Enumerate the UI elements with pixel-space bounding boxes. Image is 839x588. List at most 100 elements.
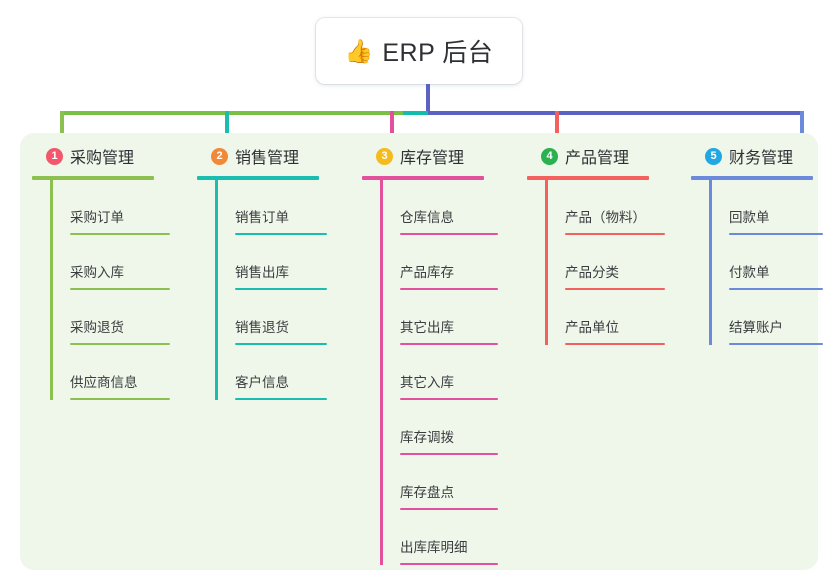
branch-item-label: 付款单 xyxy=(729,265,770,280)
branch-item-rule xyxy=(565,343,665,345)
branch-item-label: 采购退货 xyxy=(70,320,124,335)
branch-item[interactable]: 回款单 xyxy=(691,180,823,235)
branch-column-4: 4 产品管理产品（物料） 产品分类产品单位 xyxy=(527,143,665,345)
branch-title: 采购管理 xyxy=(70,150,135,167)
branch-item-label: 产品分类 xyxy=(565,265,619,280)
branch-item-label: 仓库信息 xyxy=(400,210,454,225)
branch-item[interactable]: 采购订单 xyxy=(32,180,170,235)
branch-spine xyxy=(50,180,53,400)
branch-item-rule xyxy=(729,288,823,290)
branch-items: 仓库信息产品库存其它出库其它入库库存调拨库存盘点出库库明细 xyxy=(362,180,498,565)
branch-item-rule xyxy=(400,288,498,290)
branch-item-label: 销售订单 xyxy=(235,210,289,225)
bus-segment-green xyxy=(60,111,405,115)
branch-item[interactable]: 仓库信息 xyxy=(362,180,498,235)
branch-item-label: 客户信息 xyxy=(235,375,289,390)
branch-header-rule xyxy=(691,176,813,180)
branch-item-rule xyxy=(400,343,498,345)
branch-item-rule xyxy=(70,398,170,400)
branch-item[interactable]: 采购退货 xyxy=(32,290,170,345)
branch-item-rule xyxy=(400,398,498,400)
branch-item-rule xyxy=(400,563,498,565)
branch-badge-4: 4 xyxy=(541,147,558,165)
branch-item-rule xyxy=(729,343,823,345)
bus-segment-purple-right xyxy=(428,111,802,115)
drop-connector-4 xyxy=(555,111,559,143)
branch-header-3[interactable]: 3 库存管理 xyxy=(362,143,498,169)
thumbs-up-icon: 👍 xyxy=(344,37,374,64)
branch-item[interactable]: 采购入库 xyxy=(32,235,170,290)
drop-connector-2 xyxy=(225,111,229,143)
branch-item[interactable]: 产品单位 xyxy=(527,290,665,345)
branch-item-label: 结算账户 xyxy=(729,320,783,335)
branch-item-label: 采购入库 xyxy=(70,265,124,280)
branch-badge-2: 2 xyxy=(211,147,228,165)
branch-column-3: 3 库存管理仓库信息产品库存其它出库其它入库库存调拨库存盘点出库库明细 xyxy=(362,143,498,565)
branch-item-rule xyxy=(70,343,170,345)
branch-item-label: 库存盘点 xyxy=(400,485,454,500)
branch-item-rule xyxy=(565,233,665,235)
branches-panel xyxy=(20,133,818,570)
branch-item[interactable]: 付款单 xyxy=(691,235,823,290)
branch-title: 库存管理 xyxy=(400,150,465,167)
branch-item-label: 产品库存 xyxy=(400,265,454,280)
branch-header-rule xyxy=(527,176,649,180)
branch-item-rule xyxy=(70,288,170,290)
branch-item-label: 回款单 xyxy=(729,210,770,225)
branch-item[interactable]: 结算账户 xyxy=(691,290,823,345)
branch-item-rule xyxy=(235,398,327,400)
branch-spine xyxy=(215,180,218,400)
drop-connector-1 xyxy=(60,111,64,143)
branch-item[interactable]: 产品库存 xyxy=(362,235,498,290)
branch-item-label: 销售出库 xyxy=(235,265,289,280)
branch-item-rule xyxy=(235,233,327,235)
branch-item-rule xyxy=(400,233,498,235)
branch-column-5: 5 财务管理回款单付款单结算账户 xyxy=(691,143,823,345)
branch-item-label: 库存调拨 xyxy=(400,430,454,445)
branch-header-rule xyxy=(362,176,484,180)
branch-title: 财务管理 xyxy=(729,150,794,167)
branch-item[interactable]: 库存调拨 xyxy=(362,400,498,455)
branch-header-rule xyxy=(197,176,319,180)
branch-item-label: 其它入库 xyxy=(400,375,454,390)
branch-item[interactable]: 出库库明细 xyxy=(362,510,498,565)
branch-item[interactable]: 库存盘点 xyxy=(362,455,498,510)
branch-title: 产品管理 xyxy=(565,150,630,167)
branch-badge-1: 1 xyxy=(46,147,63,165)
branch-item[interactable]: 其它出库 xyxy=(362,290,498,345)
root-node[interactable]: 👍 ERP 后台 xyxy=(316,18,522,84)
branch-spine xyxy=(709,180,712,345)
branch-item-label: 其它出库 xyxy=(400,320,454,335)
branch-item-rule xyxy=(70,233,170,235)
branch-item[interactable]: 销售出库 xyxy=(197,235,327,290)
branch-item[interactable]: 产品分类 xyxy=(527,235,665,290)
branch-items: 销售订单销售出库销售退货客户信息 xyxy=(197,180,327,400)
branch-header-rule xyxy=(32,176,154,180)
branch-item-rule xyxy=(565,288,665,290)
branch-item[interactable]: 销售订单 xyxy=(197,180,327,235)
branch-item-label: 供应商信息 xyxy=(70,375,138,390)
branch-item[interactable]: 销售退货 xyxy=(197,290,327,345)
branch-item[interactable]: 客户信息 xyxy=(197,345,327,400)
branch-items: 采购订单采购入库采购退货供应商信息 xyxy=(32,180,170,400)
branch-badge-3: 3 xyxy=(376,147,393,165)
branch-items: 回款单付款单结算账户 xyxy=(691,180,823,345)
branch-item-rule xyxy=(235,343,327,345)
branch-item-label: 产品（物料） xyxy=(565,210,646,225)
branch-item-rule xyxy=(400,453,498,455)
branch-item-label: 产品单位 xyxy=(565,320,619,335)
branch-header-1[interactable]: 1 采购管理 xyxy=(32,143,170,169)
branch-header-4[interactable]: 4 产品管理 xyxy=(527,143,665,169)
branch-item-rule xyxy=(400,508,498,510)
branch-item[interactable]: 其它入库 xyxy=(362,345,498,400)
branch-items: 产品（物料） 产品分类产品单位 xyxy=(527,180,665,345)
branch-header-5[interactable]: 5 财务管理 xyxy=(691,143,823,169)
branch-badge-5: 5 xyxy=(705,147,722,165)
branch-item[interactable]: 产品（物料） xyxy=(527,180,665,235)
branch-item-rule xyxy=(729,233,823,235)
branch-spine xyxy=(380,180,383,565)
branch-item[interactable]: 供应商信息 xyxy=(32,345,170,400)
